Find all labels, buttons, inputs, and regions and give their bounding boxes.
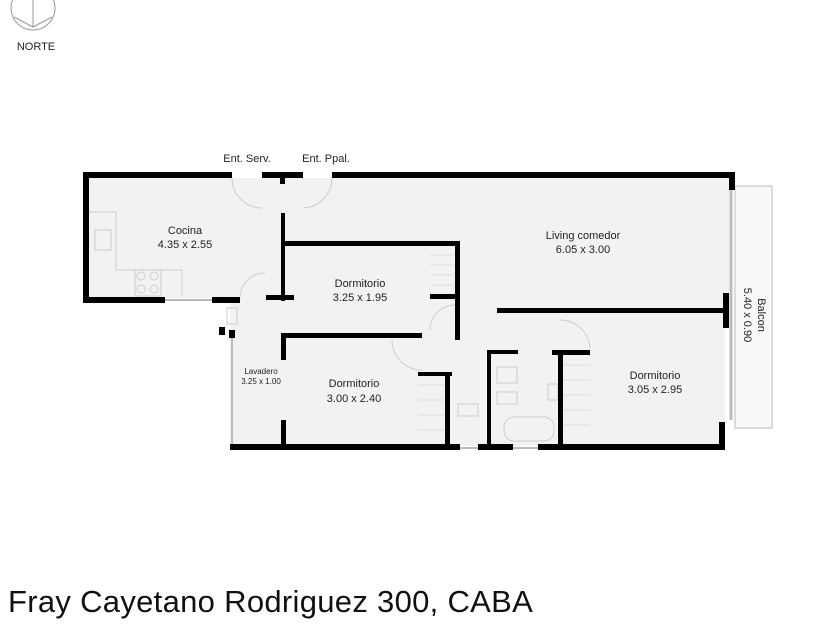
windows xyxy=(165,299,538,449)
room-name: Dormitorio xyxy=(329,378,380,390)
balcony xyxy=(734,185,773,429)
room-living: Living comedor 6.05 x 3.00 xyxy=(546,230,621,256)
compass-icon xyxy=(10,0,56,31)
address-title: Fray Cayetano Rodriguez 300, CABA xyxy=(8,584,534,619)
room-size: 3.05 x 2.95 xyxy=(628,384,682,396)
room-size: 6.05 x 3.00 xyxy=(556,244,610,256)
main-entrance-label: Ent. Ppal. xyxy=(302,153,350,165)
walls xyxy=(83,172,735,450)
service-entrance-label: Ent. Serv. xyxy=(223,153,270,165)
room-laundry: Lavadero 3.25 x 1.00 xyxy=(241,367,281,386)
room-name: Living comedor xyxy=(546,230,621,242)
fixtures xyxy=(89,177,591,442)
room-size: 3.25 x 1.00 xyxy=(241,377,281,386)
room-kitchen: Cocina 4.35 x 2.55 xyxy=(158,225,212,251)
room-name: Dormitorio xyxy=(630,370,681,382)
room-bedroom-1: Dormitorio 3.25 x 1.95 xyxy=(333,278,387,304)
room-name: Lavadero xyxy=(244,367,278,376)
room-size: 3.25 x 1.95 xyxy=(333,292,387,304)
room-size: 3.00 x 2.40 xyxy=(327,393,381,405)
floor-area xyxy=(89,178,729,446)
room-balcony: Balcon 5.40 x 0.90 xyxy=(741,288,767,342)
room-name: Dormitorio xyxy=(335,278,386,290)
room-name: Cocina xyxy=(168,225,203,237)
room-bedroom-3: Dormitorio 3.05 x 2.95 xyxy=(628,370,682,396)
room-size: 5.40 x 0.90 xyxy=(741,288,753,342)
room-size: 4.35 x 2.55 xyxy=(158,239,212,251)
compass-label: NORTE xyxy=(17,41,55,53)
room-bedroom-2: Dormitorio 3.00 x 2.40 xyxy=(327,378,381,405)
room-name: Balcon xyxy=(755,298,767,332)
